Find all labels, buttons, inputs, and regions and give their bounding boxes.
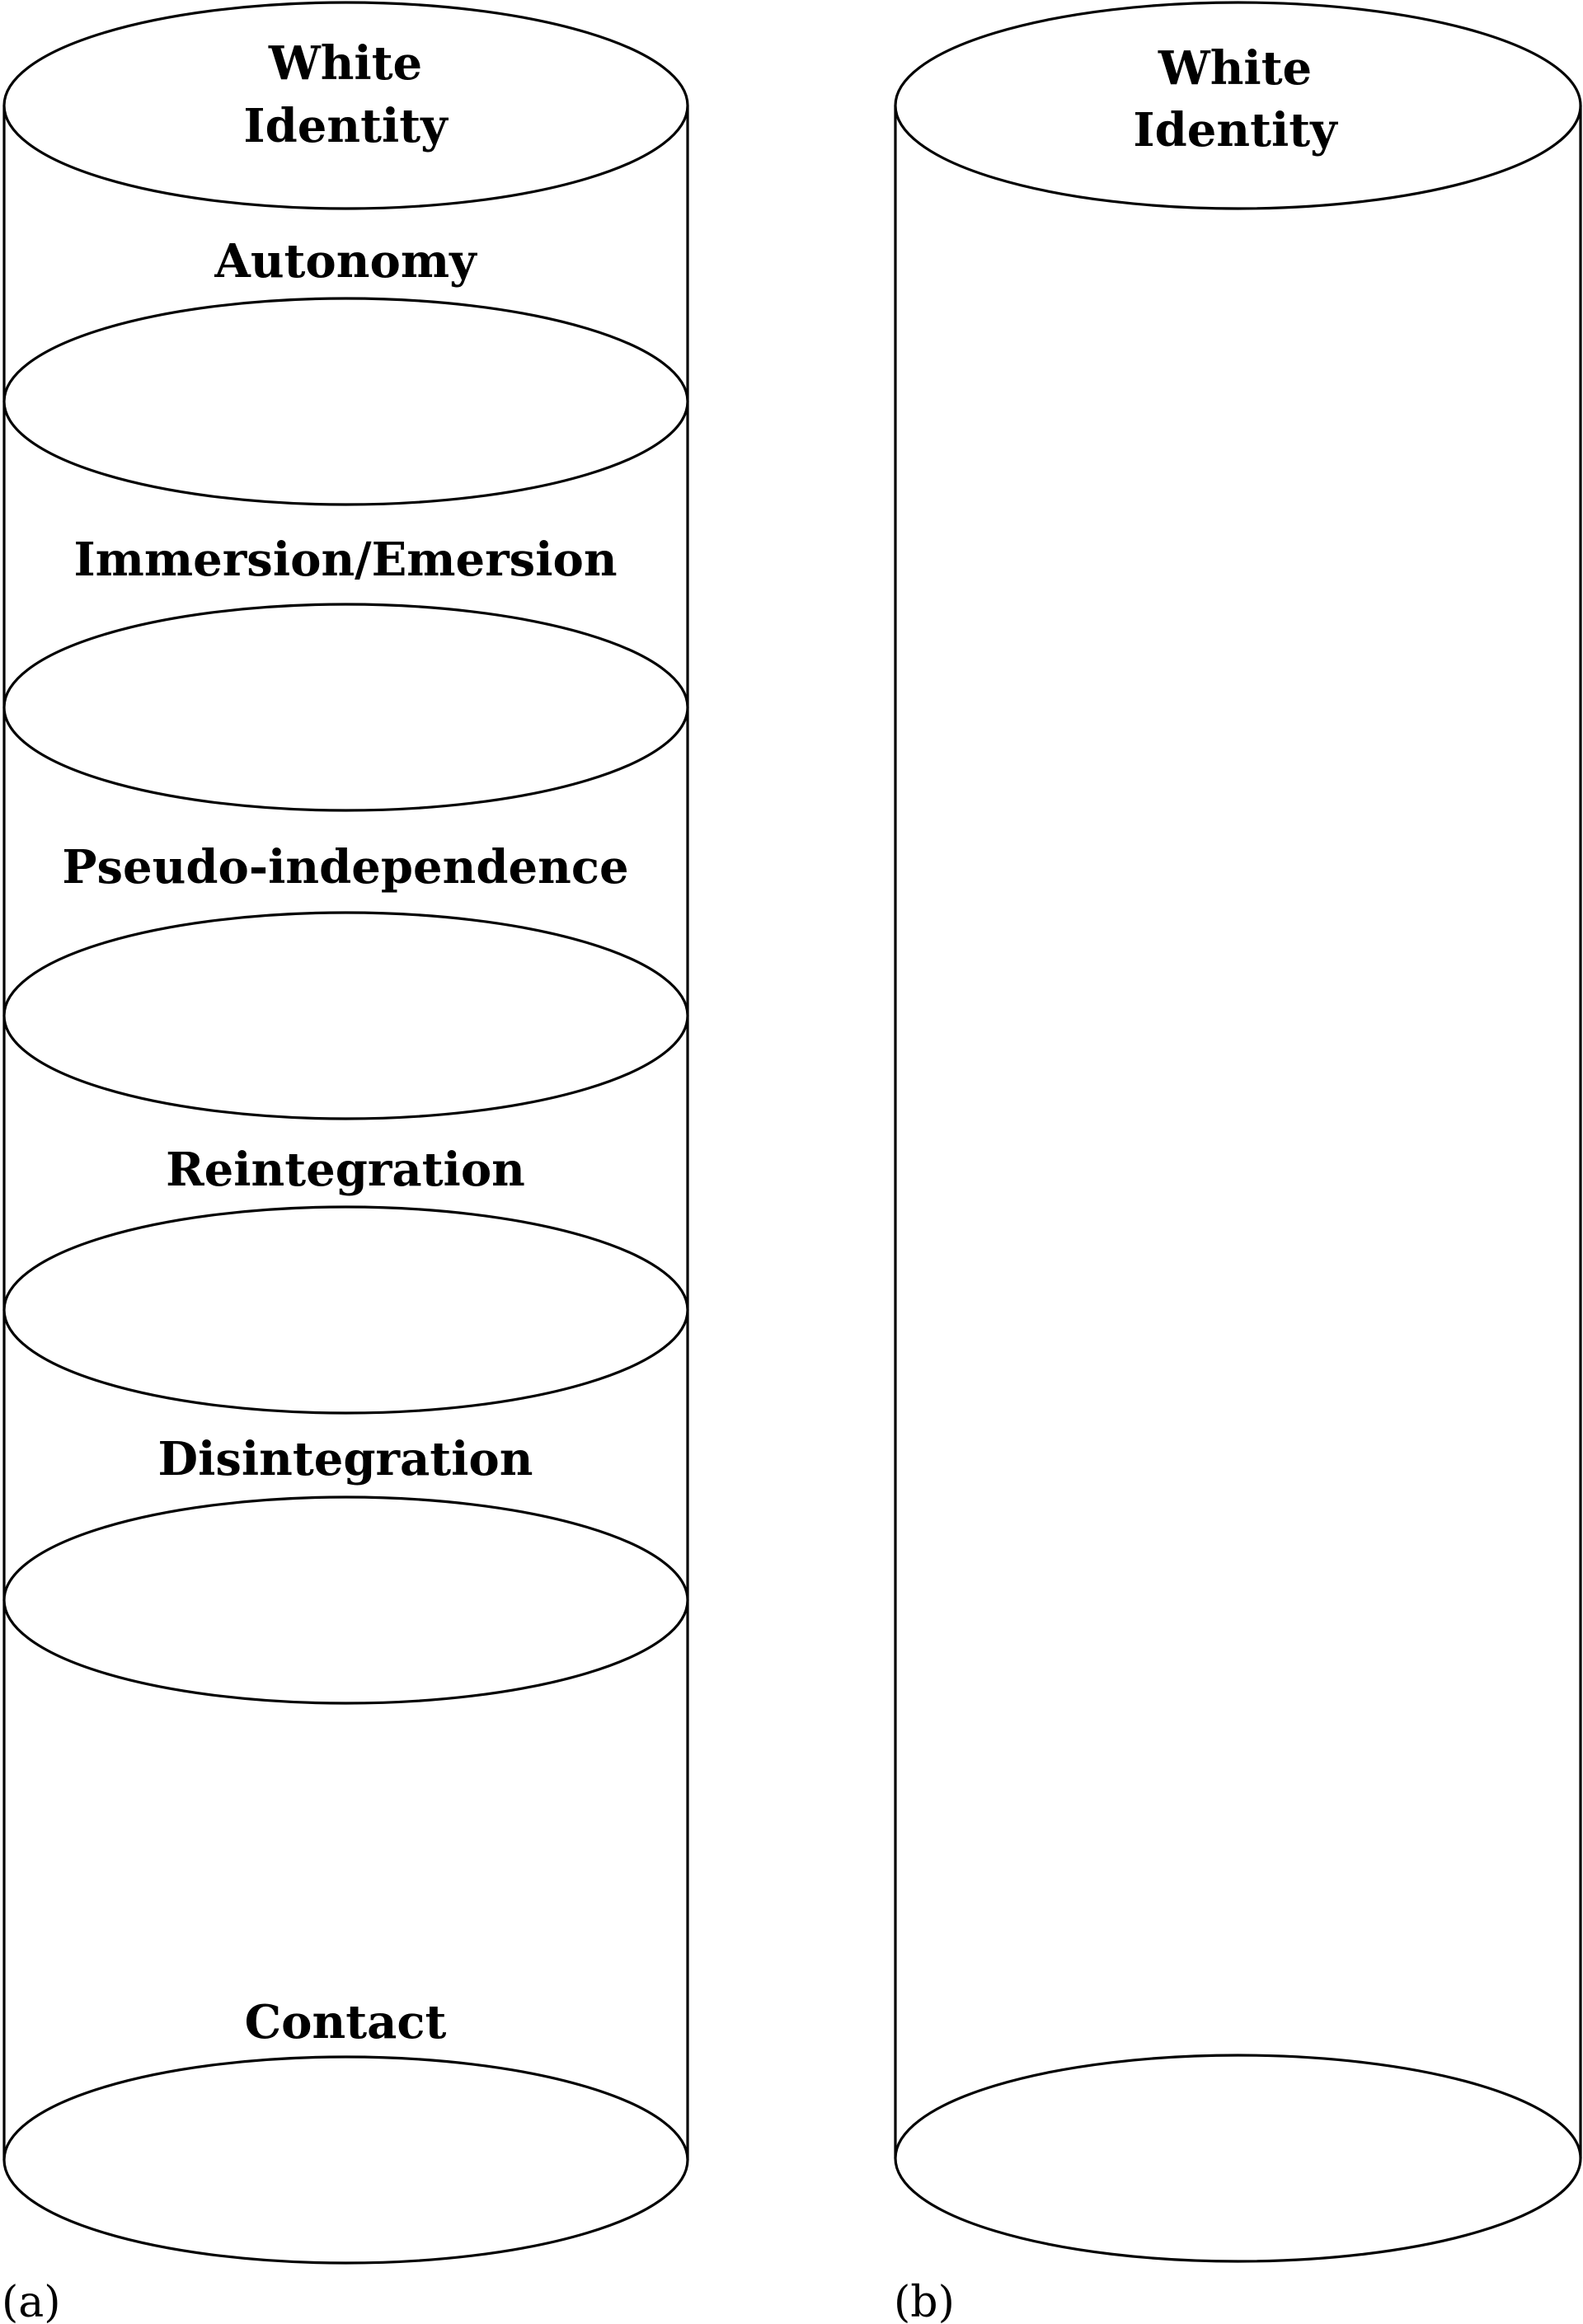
cylinder-a-title-line2: Identity [243,99,449,153]
stage-ellipse-disintegration [2,1495,689,1705]
stage-label-pseudo-independence: Pseudo-independence [62,840,628,894]
cylinder-a-title-line1: White [268,36,422,91]
panel-label-b: (b) [894,2278,955,2324]
stage-label-reintegration: Reintegration [166,1143,525,1197]
stage-label-contact: Contact [245,1995,447,2049]
cylinder-b-title-line1: White [1158,41,1312,96]
cylinder-a-bottom-ellipse [2,2055,689,2265]
cylinder-a-top-ellipse [2,1,689,210]
stage-ellipse-immersion-emersion [2,603,689,812]
stage-label-immersion-emersion: Immersion/Emersion [73,533,617,587]
cylinder-b-bottom-ellipse [894,2054,1582,2263]
stage-label-disintegration: Disintegration [158,1432,533,1486]
stage-ellipse-autonomy [2,297,689,506]
stage-label-autonomy: Autonomy [214,234,477,289]
cylinder-b: White Identity [894,1,1582,2263]
cylinder-b-title-line2: Identity [1133,103,1338,157]
cylinder-b-top-ellipse [894,1,1582,210]
stage-ellipse-reintegration [2,1205,689,1415]
stage-ellipse-pseudo-independence [2,911,689,1120]
panel-label-a: (a) [2,2278,61,2324]
cylinder-a: White Identity Autonomy Immersion/Emersi… [2,1,689,2265]
